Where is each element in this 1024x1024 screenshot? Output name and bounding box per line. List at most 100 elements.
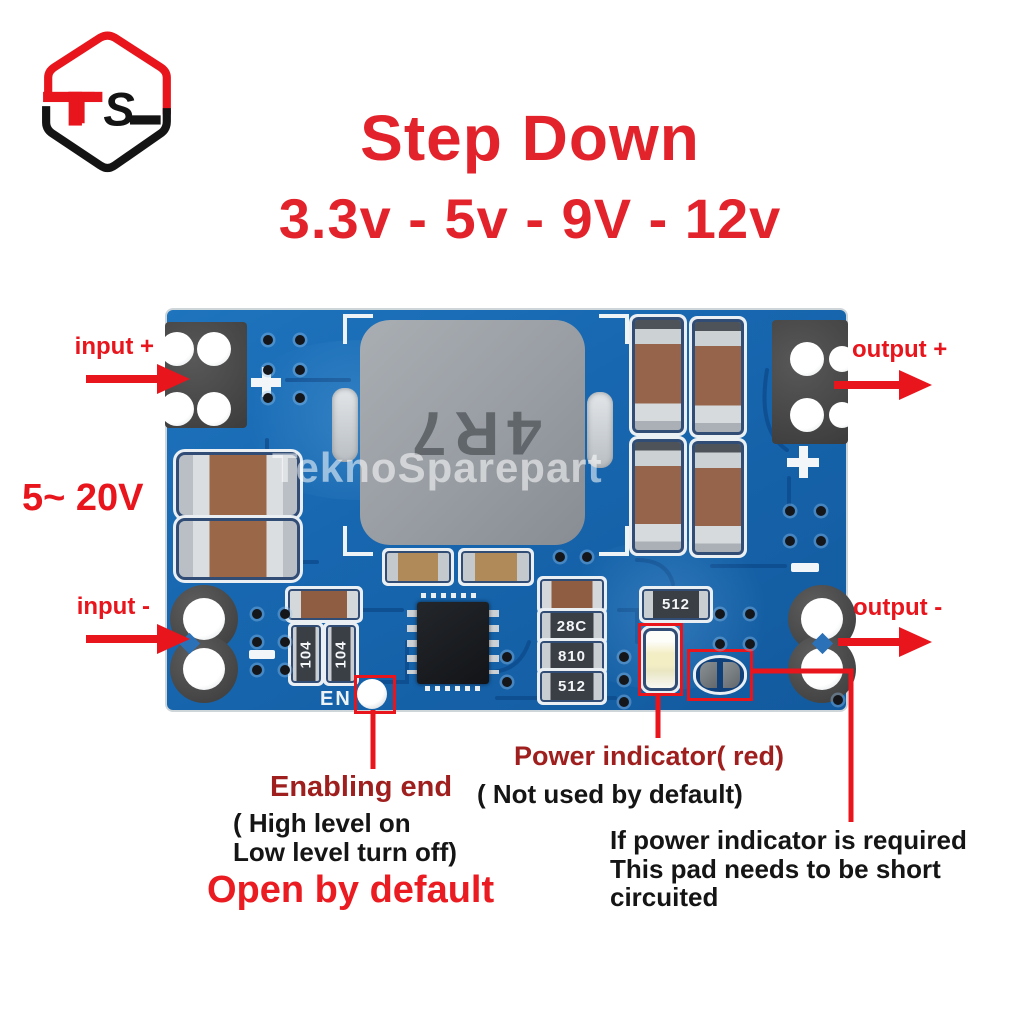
input-plus-label: input + bbox=[74, 333, 154, 360]
enable-pad-highlight-box bbox=[354, 675, 396, 714]
output-plus-label: output + bbox=[852, 336, 948, 363]
page-subtitle: 3.3v - 5v - 9V - 12v bbox=[278, 187, 782, 250]
resistor-28c: 28C bbox=[542, 613, 602, 640]
short-pad-note-line1: If power indicator is required bbox=[610, 825, 967, 855]
via bbox=[816, 536, 826, 546]
output-minus-label: output - bbox=[853, 594, 943, 621]
capacitor bbox=[695, 322, 741, 432]
via bbox=[280, 609, 290, 619]
logo-t-stem bbox=[68, 91, 82, 126]
capacitor bbox=[695, 444, 741, 552]
resistor-label: 104 bbox=[297, 639, 315, 669]
via bbox=[295, 335, 305, 345]
via bbox=[502, 677, 512, 687]
via bbox=[252, 637, 262, 647]
capacitor bbox=[635, 442, 681, 550]
enabling-end-detail-2: Low level turn off) bbox=[233, 837, 457, 867]
short-pad-note: If power indicator is required This pad … bbox=[610, 826, 967, 912]
resistor-label: 28C bbox=[556, 618, 588, 635]
via bbox=[619, 652, 629, 662]
input-voltage-range-label: 5~ 20V bbox=[22, 477, 144, 519]
via bbox=[582, 552, 592, 562]
hexagon-logo-icon: T S bbox=[42, 31, 171, 173]
logo-hex-bottom bbox=[42, 106, 171, 173]
resistor bbox=[290, 591, 358, 618]
via bbox=[263, 335, 273, 345]
enable-pad bbox=[357, 679, 387, 709]
solder-blob bbox=[332, 388, 358, 462]
via bbox=[745, 639, 755, 649]
power-indicator-subtitle: ( Not used by default) bbox=[477, 779, 743, 809]
via bbox=[715, 609, 725, 619]
short-pad-note-line2: This pad needs to be short bbox=[610, 853, 941, 884]
silkscreen-bracket bbox=[599, 314, 629, 344]
short-pad-note-line3: circuited bbox=[610, 882, 719, 912]
solder-blob bbox=[587, 392, 613, 468]
resistor bbox=[463, 553, 529, 581]
resistor-label: 104 bbox=[332, 639, 350, 669]
via bbox=[295, 393, 305, 403]
resistor bbox=[542, 581, 602, 609]
via bbox=[280, 637, 290, 647]
silkscreen-bracket bbox=[599, 526, 629, 556]
minus-silkscreen-icon bbox=[249, 650, 275, 659]
via bbox=[785, 536, 795, 546]
capacitor bbox=[635, 320, 681, 430]
resistor-512: 512 bbox=[644, 591, 708, 618]
logo-letter-t: T bbox=[68, 83, 95, 134]
enabling-end-title: Enabling end bbox=[270, 771, 453, 803]
via bbox=[263, 393, 273, 403]
resistor-810: 810 bbox=[542, 643, 602, 670]
via bbox=[555, 552, 565, 562]
input-minus-pad bbox=[168, 584, 238, 708]
silkscreen-bracket bbox=[343, 314, 373, 344]
output-plus-pad bbox=[772, 320, 848, 444]
via bbox=[280, 665, 290, 675]
logo-hex-top bbox=[44, 31, 171, 115]
via bbox=[295, 365, 305, 375]
via bbox=[785, 506, 795, 516]
ic-silkscreen-marks bbox=[425, 686, 483, 691]
ic-pins bbox=[407, 610, 417, 674]
enabling-end-detail-1: ( High level on bbox=[233, 808, 411, 838]
via bbox=[833, 695, 843, 705]
ic-silkscreen-marks bbox=[421, 593, 479, 598]
via bbox=[619, 697, 629, 707]
via bbox=[745, 609, 755, 619]
via bbox=[715, 639, 725, 649]
logo-s-tail bbox=[129, 115, 161, 125]
capacitor bbox=[179, 521, 297, 577]
silkscreen-bracket bbox=[343, 526, 373, 556]
short-pad-highlight-box bbox=[687, 649, 753, 701]
en-silkscreen-label: EN bbox=[320, 688, 352, 710]
resistor-104: 104 bbox=[293, 627, 319, 681]
minus-silkscreen-icon bbox=[791, 563, 819, 572]
resistor-label: 512 bbox=[661, 596, 691, 613]
input-plus-pad bbox=[165, 322, 247, 428]
ic-chip bbox=[417, 602, 489, 684]
power-led bbox=[646, 631, 675, 688]
plus-silkscreen-icon bbox=[787, 446, 819, 478]
ic-pins bbox=[489, 610, 499, 674]
inductor: 4R7 bbox=[360, 320, 585, 545]
pcb-board: 4R7 28C 810 512 bbox=[165, 308, 856, 714]
watermark: TeknoSparepart bbox=[272, 444, 603, 491]
resistor-label: 810 bbox=[557, 648, 587, 665]
via bbox=[252, 609, 262, 619]
resistor-104: 104 bbox=[328, 627, 354, 681]
resistor-label: 512 bbox=[557, 678, 587, 695]
resistor-512: 512 bbox=[542, 673, 602, 700]
via bbox=[252, 665, 262, 675]
short-circuit-pad bbox=[693, 655, 747, 695]
input-minus-label: input - bbox=[76, 593, 150, 620]
capacitor bbox=[179, 455, 297, 515]
via bbox=[502, 652, 512, 662]
output-minus-pad bbox=[788, 584, 858, 708]
via bbox=[619, 675, 629, 685]
page-title: Step Down bbox=[360, 102, 700, 174]
open-by-default-note: Open by default bbox=[207, 869, 495, 911]
resistor bbox=[387, 553, 449, 581]
power-indicator-title: Power indicator( red) bbox=[514, 741, 785, 771]
via bbox=[816, 506, 826, 516]
